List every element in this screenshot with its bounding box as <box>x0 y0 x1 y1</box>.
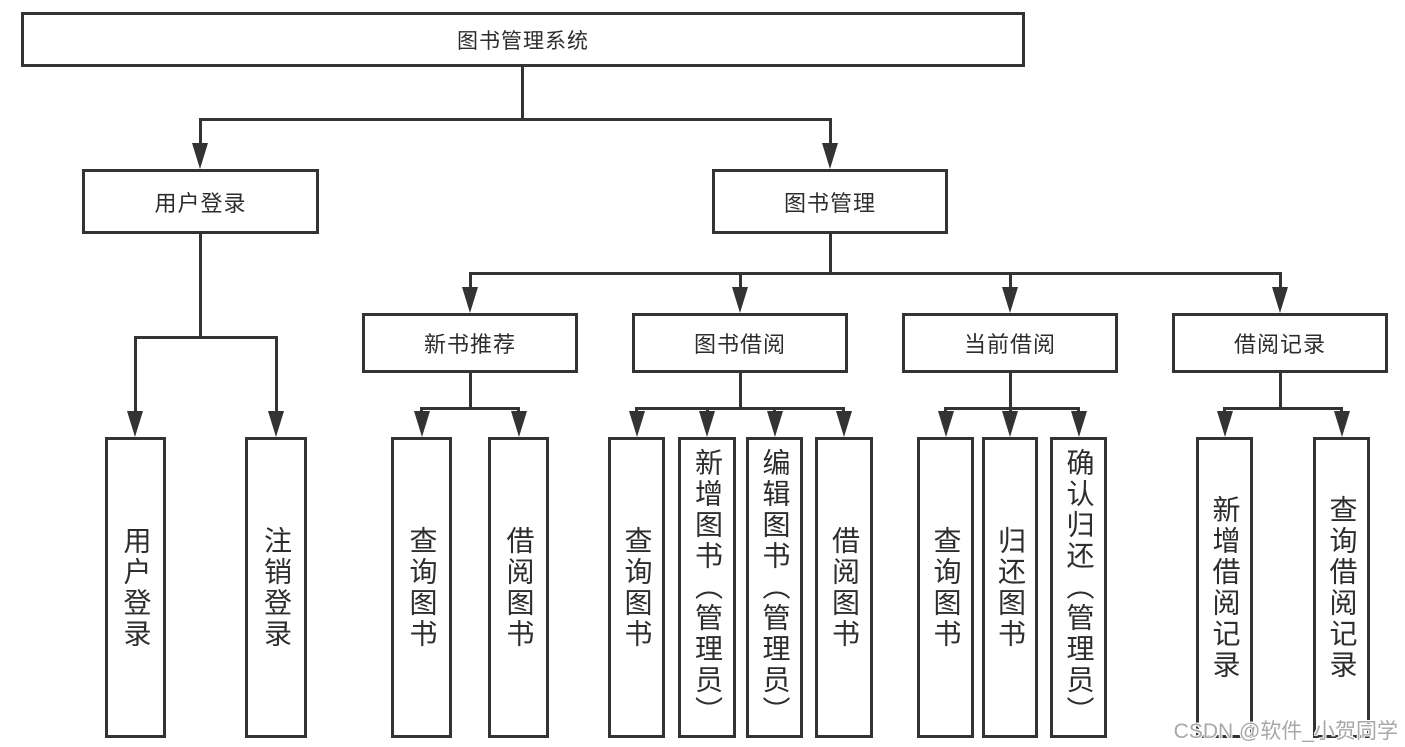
leaf-query-books-current: 查询图书 <box>917 437 974 738</box>
connector-user-login-horizontal <box>134 336 278 339</box>
connector-stem-leaf <box>517 407 520 414</box>
connector-stem-user-login <box>199 118 202 145</box>
arrow-down-icon <box>732 287 748 313</box>
leaf-label: 用户登录 <box>120 525 152 650</box>
connector-user-login-vertical <box>199 234 202 339</box>
arrow-down-icon <box>511 411 527 437</box>
leaf-borrow-books-recommend: 借阅图书 <box>488 437 549 738</box>
node-book-borrow: 图书借阅 <box>632 313 848 373</box>
connector-stem-level3 <box>739 272 742 289</box>
node-current-borrow: 当前借阅 <box>902 313 1118 373</box>
connector-book-mgmt-vertical <box>829 234 832 275</box>
leaf-query-borrow-record: 查询借阅记录 <box>1313 437 1370 738</box>
leaf-label: 借阅图书 <box>829 525 860 650</box>
node-current-borrow-label: 当前借阅 <box>963 332 1056 357</box>
connector-stem-book-mgmt <box>829 118 832 145</box>
leaf-edit-books-admin: 编辑图书（管理员） <box>746 437 803 738</box>
connector-book-mgmt-horizontal <box>469 272 1282 275</box>
connector-stem-level3 <box>469 272 472 289</box>
leaf-label: 查询借阅记录 <box>1326 494 1358 681</box>
connector-stem-level3 <box>1279 272 1282 289</box>
connector-stem-leaf <box>1340 407 1343 414</box>
node-root-label: 图书管理系统 <box>457 29 589 53</box>
arrow-down-icon <box>1334 411 1350 437</box>
leaf-return-books: 归还图书 <box>982 437 1038 738</box>
node-root-system: 图书管理系统 <box>21 12 1025 67</box>
csdn-watermark: CSDN @软件_小贺同学 <box>1173 720 1398 743</box>
connector-recommend-vertical <box>469 373 472 410</box>
leaf-label: 借阅图书 <box>503 525 535 650</box>
leaf-label: 查询图书 <box>406 525 438 650</box>
node-book-management-label: 图书管理 <box>783 190 876 216</box>
connector-stem-leaf <box>1009 407 1012 414</box>
connector-stem-leaf <box>842 407 845 414</box>
node-user-login: 用户登录 <box>82 169 319 234</box>
leaf-query-books-borrow: 查询图书 <box>608 437 665 738</box>
arrow-down-icon <box>1217 411 1233 437</box>
connector-stem-leaf <box>1077 407 1080 414</box>
leaf-label: 查询图书 <box>621 525 653 650</box>
node-new-book-recommend-label: 新书推荐 <box>423 332 516 357</box>
leaf-label: 编辑图书（管理员） <box>759 448 791 727</box>
connector-records-vertical <box>1279 373 1282 410</box>
leaf-label: 新增图书（管理员） <box>692 448 723 727</box>
connector-records-horizontal <box>1223 407 1343 410</box>
arrow-down-icon <box>1002 287 1018 313</box>
connector-borrow-vertical <box>739 373 742 410</box>
arrow-down-icon <box>1002 411 1018 437</box>
arrow-down-icon <box>192 143 208 169</box>
leaf-borrow-books: 借阅图书 <box>815 437 873 738</box>
node-new-book-recommend: 新书推荐 <box>362 313 578 373</box>
connector-root-horizontal <box>199 118 832 121</box>
connector-root-vertical <box>521 67 524 118</box>
leaf-confirm-return-admin: 确认归还（管理员） <box>1050 437 1107 738</box>
arrow-down-icon <box>414 411 430 437</box>
leaf-label: 归还图书 <box>995 525 1026 650</box>
leaf-label: 确认归还（管理员） <box>1063 448 1095 727</box>
arrow-down-icon <box>822 143 838 169</box>
connector-current-horizontal <box>944 407 1080 410</box>
arrow-down-icon <box>699 411 715 437</box>
leaf-add-books-admin: 新增图书（管理员） <box>678 437 736 738</box>
connector-borrow-horizontal <box>635 407 845 410</box>
leaf-label: 查询图书 <box>930 525 962 650</box>
leaf-add-borrow-record: 新增借阅记录 <box>1196 437 1253 738</box>
arrow-down-icon <box>629 411 645 437</box>
node-borrow-records-label: 借阅记录 <box>1233 332 1326 357</box>
node-borrow-records: 借阅记录 <box>1172 313 1388 373</box>
connector-stem-leaf <box>134 336 137 413</box>
connector-stem-leaf <box>635 407 638 414</box>
arrow-down-icon <box>938 411 954 437</box>
arrow-down-icon <box>836 411 852 437</box>
arrow-down-icon <box>127 411 143 437</box>
arrow-down-icon <box>1071 411 1087 437</box>
node-book-borrow-label: 图书借阅 <box>693 332 786 357</box>
connector-recommend-horizontal <box>420 407 520 410</box>
leaf-user-login: 用户登录 <box>105 437 166 738</box>
node-user-login-label: 用户登录 <box>154 190 247 216</box>
connector-stem-leaf <box>706 407 709 414</box>
arrow-down-icon <box>1272 287 1288 313</box>
connector-stem-leaf <box>420 407 423 414</box>
leaf-logout: 注销登录 <box>245 437 307 738</box>
connector-stem-leaf <box>275 336 278 413</box>
arrow-down-icon <box>767 411 783 437</box>
leaf-label: 注销登录 <box>261 525 292 650</box>
connector-stem-leaf <box>944 407 947 414</box>
connector-current-vertical <box>1009 373 1012 410</box>
arrow-down-icon <box>462 287 478 313</box>
leaf-query-books-recommend: 查询图书 <box>391 437 452 738</box>
connector-stem-leaf <box>773 407 776 414</box>
connector-stem-leaf <box>1223 407 1226 414</box>
arrow-down-icon <box>268 411 284 437</box>
connector-stem-level3 <box>1009 272 1012 289</box>
leaf-label: 新增借阅记录 <box>1209 494 1241 681</box>
node-book-management: 图书管理 <box>712 169 948 234</box>
